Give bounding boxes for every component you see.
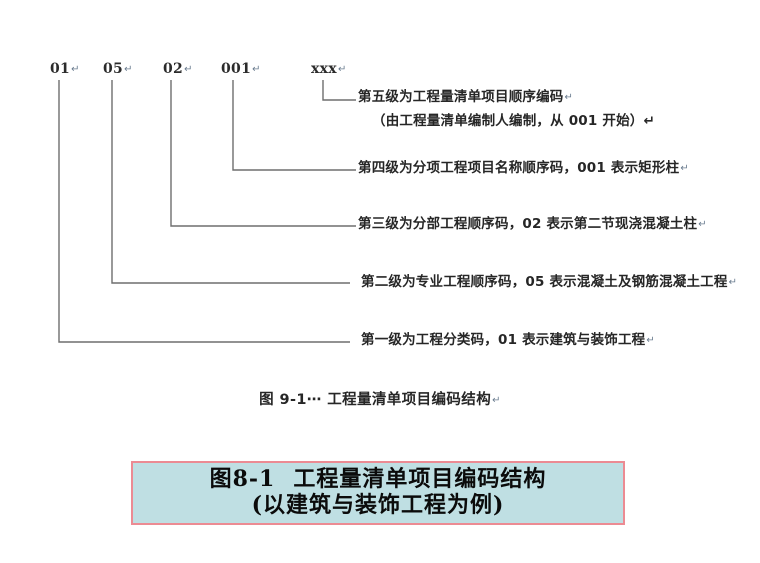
code-label-level5: xxx↵ <box>311 62 347 76</box>
code-label-text: xxx <box>311 61 337 77</box>
return-mark-icon: ↵ <box>71 64 80 75</box>
return-mark-icon: ↵ <box>124 64 133 75</box>
code-label-level3: 02↵ <box>163 62 193 76</box>
return-mark-icon: ↵ <box>564 92 574 103</box>
explanation-level3: 第三级为分部工程顺序码，02 表示第二节现浇混凝土柱↵ <box>358 216 707 233</box>
explanation-level5-note: （由工程量清单编制人编制，从 001 开始）↵ <box>372 113 655 130</box>
code-label-text: 01 <box>50 61 71 77</box>
title-box-figure-number: 图8-1 <box>209 466 276 493</box>
explanation-level4: 第四级为分项工程项目名称顺序码，001 表示矩形柱↵ <box>358 160 689 177</box>
title-box-line2: (以建筑与装饰工程为例) <box>251 492 505 518</box>
explanation-note-text: （由工程量清单编制人编制，从 001 开始） <box>372 113 644 129</box>
return-mark-icon: ↵ <box>646 335 655 346</box>
leader-line-level1 <box>58 80 350 343</box>
explanation-text: 第一级为工程分类码，01 表示建筑与装饰工程 <box>361 332 646 348</box>
code-label-text: 001 <box>221 61 252 77</box>
title-box-main-title: 工程量清单项目编码结构 <box>293 466 547 493</box>
leader-line-level3 <box>170 80 356 227</box>
leader-line-level5 <box>322 80 356 101</box>
title-box: 图8-1 工程量清单项目编码结构 (以建筑与装饰工程为例) <box>131 461 625 525</box>
code-label-level4: 001↵ <box>221 62 261 76</box>
explanation-text: 第五级为工程量清单项目顺序编码 <box>358 89 564 105</box>
explanation-text: 第二级为专业工程顺序码，05 表示混凝土及钢筋混凝土工程 <box>361 274 728 290</box>
code-label-level1: 01↵ <box>50 62 80 76</box>
title-box-line1: 图8-1 工程量清单项目编码结构 <box>209 466 547 493</box>
explanation-text: 第四级为分项工程项目名称顺序码，001 表示矩形柱 <box>358 160 680 176</box>
return-mark-icon: ↵ <box>492 395 501 406</box>
return-mark-icon: ↵ <box>680 163 689 174</box>
return-mark-icon: ↵ <box>252 64 261 75</box>
return-mark-icon: ↵ <box>184 64 193 75</box>
return-mark-icon: ↵ <box>643 113 655 129</box>
code-label-level2: 05↵ <box>103 62 133 76</box>
explanation-level5: 第五级为工程量清单项目顺序编码↵ <box>358 89 573 106</box>
explanation-text: 第三级为分部工程顺序码，02 表示第二节现浇混凝土柱 <box>358 216 698 232</box>
return-mark-icon: ↵ <box>337 64 347 75</box>
figure-caption: 图 9-1⋯ 工程量清单项目编码结构↵ <box>0 388 760 409</box>
code-label-text: 05 <box>103 61 124 77</box>
leader-line-level2 <box>111 80 350 284</box>
leader-line-level4 <box>232 80 356 171</box>
explanation-level1: 第一级为工程分类码，01 表示建筑与装饰工程↵ <box>361 332 655 349</box>
return-mark-icon: ↵ <box>698 219 707 230</box>
code-label-text: 02 <box>163 61 184 77</box>
return-mark-icon: ↵ <box>728 277 738 288</box>
figure-caption-text: 图 9-1⋯ 工程量清单项目编码结构 <box>259 392 492 408</box>
explanation-level2: 第二级为专业工程顺序码，05 表示混凝土及钢筋混凝土工程↵ <box>361 274 737 291</box>
